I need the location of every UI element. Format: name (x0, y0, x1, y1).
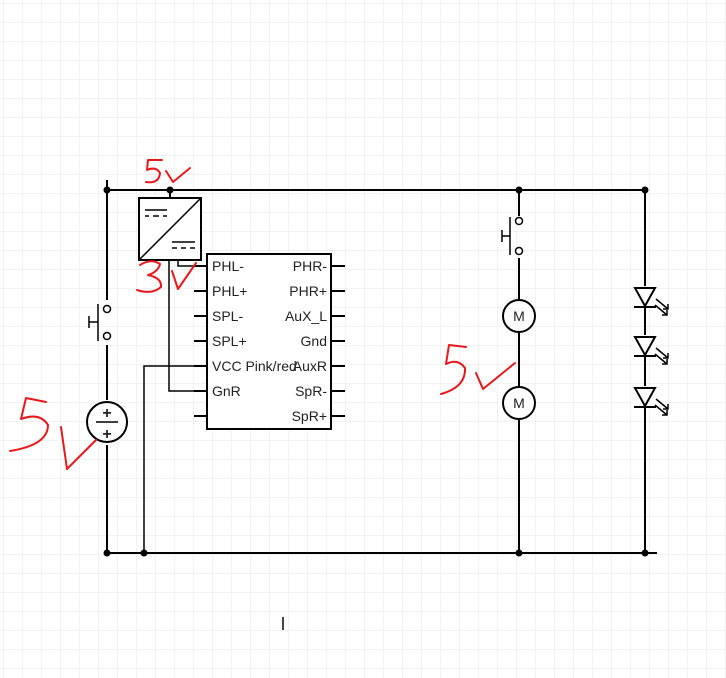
ic-pin-label: PHR- (293, 258, 328, 274)
handwritten-annotation-3v (136, 260, 197, 293)
push-button-icon[interactable] (88, 304, 112, 341)
ic-pin-label: PHL+ (212, 283, 247, 299)
battery-plus-label: + (102, 405, 111, 422)
ic-pin-label: VCC Pink/red (212, 358, 297, 374)
motor-label: M (513, 395, 525, 411)
ic-pin-label: GnR (212, 383, 241, 399)
ic-pin-label: PHL- (212, 258, 244, 274)
ic-pin-label: SpR+ (292, 408, 327, 424)
motor-icon[interactable]: M (502, 299, 536, 333)
ic-pin-label: Gnd (301, 333, 327, 349)
battery-icon[interactable]: + + (86, 401, 128, 443)
ic-pin-label: SPL+ (212, 333, 247, 349)
led-icon[interactable] (633, 286, 669, 316)
junction-dots (103, 186, 649, 557)
battery-minus-label: + (102, 426, 111, 443)
ic-pin-label: AuxR (293, 358, 327, 374)
ic-pin-label: SPL- (212, 308, 243, 324)
text-cursor: I (280, 614, 285, 634)
ic-left-pin-stubs (194, 265, 207, 417)
ic-right-pin-stubs (331, 265, 345, 417)
push-button-icon[interactable] (501, 216, 524, 256)
motor-label: M (513, 308, 525, 324)
led-icon[interactable] (633, 335, 669, 365)
ic-pin-label: AuX_L (285, 308, 327, 324)
ic-pin-label: SpR- (295, 383, 327, 399)
ic-pin-label: PHR+ (289, 283, 327, 299)
led-icon[interactable] (633, 386, 669, 416)
handwritten-annotation-5v-top (145, 159, 191, 184)
handwritten-annotation-5v-motors (440, 344, 516, 395)
motor-icon[interactable]: M (502, 386, 536, 420)
wires (106, 180, 657, 554)
ic-module[interactable]: PHL- PHL+ SPL- SPL+ VCC Pink/red GnR PHR… (194, 253, 345, 430)
dc-dc-converter-icon[interactable] (138, 197, 202, 261)
handwritten-annotation-5v-battery (9, 397, 97, 470)
